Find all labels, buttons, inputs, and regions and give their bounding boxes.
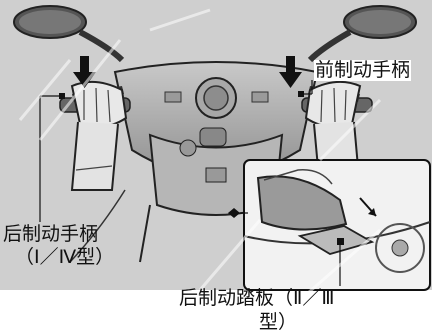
front-brake-lever-label: 前制动手柄 bbox=[314, 59, 412, 81]
inset-pointer bbox=[228, 208, 240, 218]
scooter-body bbox=[69, 61, 361, 263]
leader-rear-lever bbox=[39, 93, 65, 222]
rear-brake-pedal-model-note: 型） bbox=[259, 311, 298, 333]
rear-brake-pedal bbox=[297, 225, 375, 255]
rear-brake-lever-model-note: （Ⅰ／Ⅳ型） bbox=[15, 246, 115, 268]
rear-brake-lever-label: 后制动手柄 bbox=[3, 223, 99, 245]
leader-front-lever bbox=[298, 80, 313, 97]
arrow-down-icon bbox=[279, 56, 302, 88]
brake-pedal-inset bbox=[243, 159, 431, 291]
watermark bbox=[18, 8, 382, 302]
rear-brake-pedal-label: 后制动踏板（Ⅱ／Ⅲ bbox=[179, 287, 335, 309]
foot-shoe bbox=[256, 175, 348, 231]
right-mirror bbox=[307, 5, 417, 63]
left-mirror bbox=[13, 5, 125, 63]
left-hand bbox=[70, 80, 128, 191]
